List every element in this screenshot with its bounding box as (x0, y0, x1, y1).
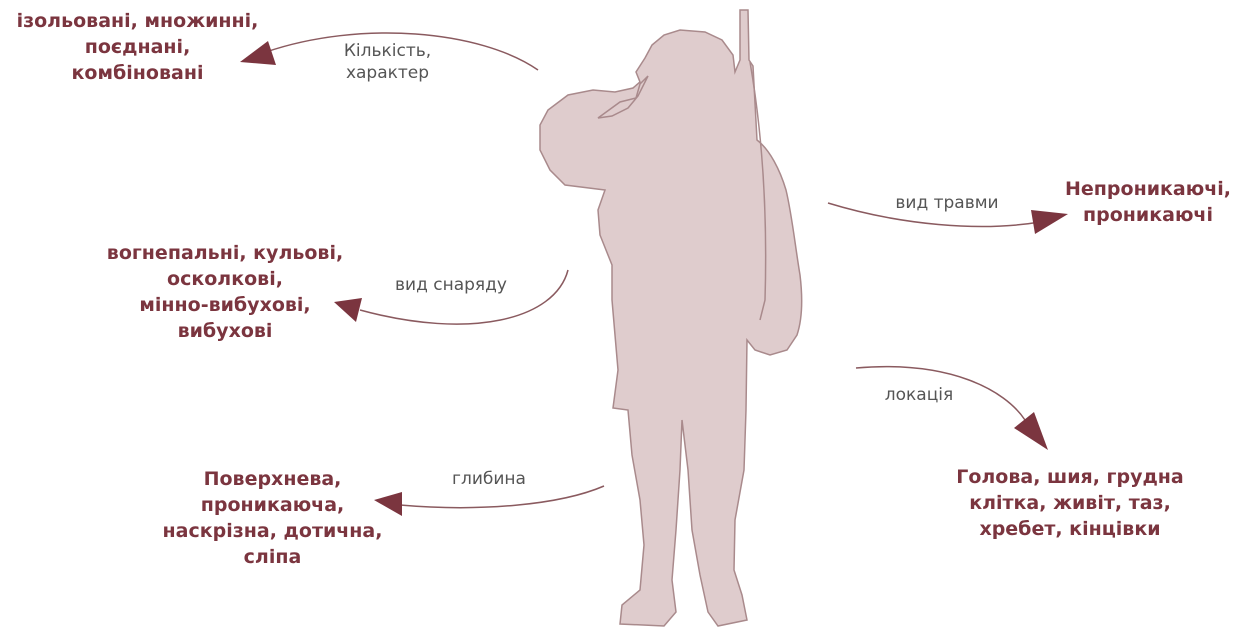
arrowhead-location (1014, 412, 1048, 450)
category-projectile: вид снаряду (370, 274, 532, 296)
values-location: Голова, шия, грудна клітка, живіт, таз, … (935, 464, 1205, 542)
soldier-body (540, 10, 802, 626)
soldier-silhouette-icon (540, 10, 802, 626)
values-quantity: ізольовані, множинні, поєднані, комбінов… (5, 8, 270, 86)
values-projectile: вогнепальні, кульові, осколкові, мінно-в… (80, 240, 370, 344)
category-injury-type: вид травми (872, 192, 1022, 214)
values-depth: Поверхнева, проникаюча, наскрізна, дотич… (140, 466, 405, 570)
category-location: локація (860, 384, 978, 406)
values-injury-type: Непроникаючі, проникаючі (1052, 176, 1244, 228)
category-quantity: Кількість, характер (330, 40, 445, 84)
category-depth: глибина (430, 468, 548, 490)
